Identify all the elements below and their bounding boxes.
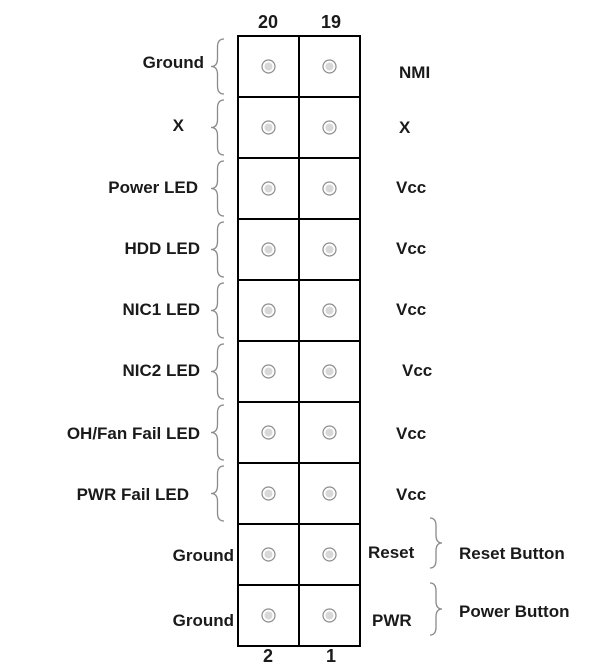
pin-inner-icon [325,367,334,376]
pin-inner-icon [264,550,273,559]
pin-number-1: 1 [326,646,336,666]
pin-inner-icon [325,428,334,437]
right-label: Reset [368,543,415,562]
pin-inner-icon [264,489,273,498]
left-label: NIC2 LED [123,361,200,380]
right-label: X [399,118,411,137]
left-label: Ground [173,546,234,565]
label-braces [210,38,443,636]
pin-inner-icon [264,123,273,132]
pin-inner-icon [325,62,334,71]
left-brace [210,221,225,278]
left-brace [210,343,225,400]
right-label: PWR [372,611,412,630]
left-label: X [173,116,185,135]
function-label-power: Power Button [459,602,570,621]
left-brace [210,465,225,522]
pin-number-19: 19 [321,12,341,32]
pin-inner-icon [264,367,273,376]
pin-inner-icon [325,611,334,620]
pin-inner-icon [264,306,273,315]
left-label: Ground [143,53,204,72]
pin-inner-icon [264,611,273,620]
pin-inner-icon [325,184,334,193]
left-label: PWR Fail LED [77,485,189,504]
right-label: Vcc [396,178,426,197]
left-brace [210,99,225,156]
left-label: Power LED [108,178,198,197]
pin-inner-icon [264,428,273,437]
left-label: OH/Fan Fail LED [67,424,200,443]
left-brace [210,282,225,339]
right-label: Vcc [396,485,426,504]
right-label: Vcc [402,361,432,380]
function-label-reset: Reset Button [459,544,565,563]
pin-inner-icon [325,123,334,132]
left-label: Ground [173,611,234,630]
pin-number-2: 2 [263,646,273,666]
right-label: Vcc [396,300,426,319]
pin-inner-icon [325,550,334,559]
left-brace [210,160,225,217]
left-label: HDD LED [124,239,200,258]
power-brace [429,582,443,636]
pin-grid [237,35,361,647]
pin-inner-icon [264,62,273,71]
right-label: NMI [399,63,430,82]
pin-inner-icon [264,245,273,254]
left-label: NIC1 LED [123,300,200,319]
pin-inner-icon [325,245,334,254]
pin-cell [298,523,361,586]
pin-number-20: 20 [258,12,278,32]
pin-inner-icon [325,306,334,315]
left-brace [210,404,225,461]
pin-inner-icon [264,184,273,193]
reset-brace [429,517,443,569]
left-brace [210,38,225,95]
right-label: Vcc [396,239,426,258]
right-label: Vcc [396,424,426,443]
pin-inner-icon [325,489,334,498]
